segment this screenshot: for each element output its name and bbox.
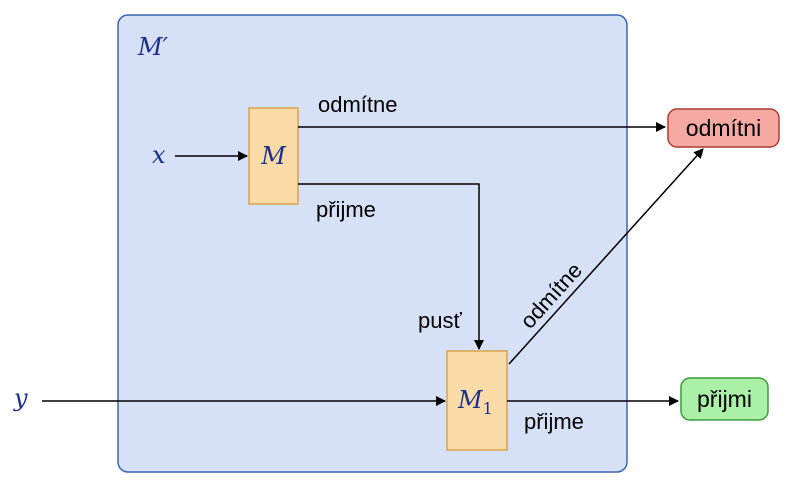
input-y-label: y [13, 384, 28, 412]
arrow-m1-reject [508, 148, 704, 365]
machine-m1-label-sub: 1 [483, 399, 493, 418]
machine-m1-label: M1 [457, 386, 493, 418]
machine-m-label: M [260, 142, 287, 170]
label-m-reject: odmítne [318, 92, 398, 117]
output-reject-box [667, 108, 780, 148]
output-reject-label: odmítni [686, 115, 761, 141]
output-accept-label: přijmi [697, 386, 752, 412]
machine-m1-box [446, 350, 508, 451]
machine-m1-label-base: M [457, 386, 484, 414]
machine-m-box [248, 107, 299, 205]
label-m1-accept: přijme [524, 409, 584, 434]
outer-machine-label: M′ [137, 33, 169, 61]
label-m-accept: přijme [316, 197, 376, 222]
label-run: pusť [418, 308, 462, 333]
output-accept-box [680, 377, 769, 421]
outer-machine-box [117, 14, 628, 473]
input-x-label: x [152, 141, 166, 169]
arrow-m-accept-to-m1 [298, 183, 484, 350]
